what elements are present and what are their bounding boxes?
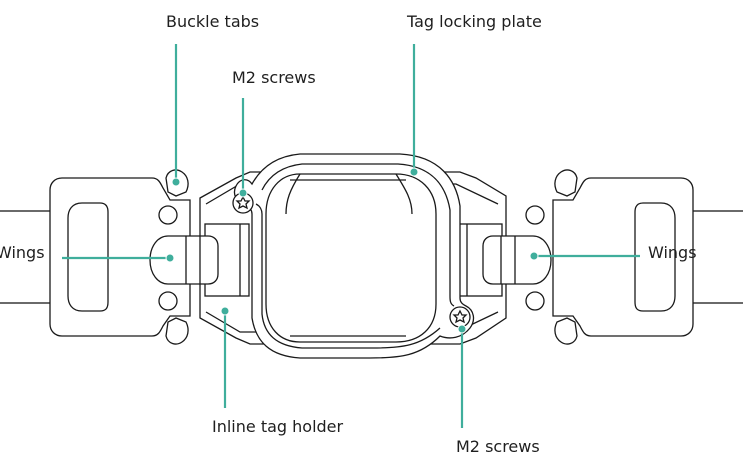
label-wings-left: Wings [0, 243, 45, 262]
m2-screw-top [232, 192, 254, 214]
buckle-tab-bottom [165, 317, 189, 345]
dot-buckle-tabs [171, 177, 181, 187]
label-inline-tag-holder: Inline tag holder [212, 417, 344, 436]
right-wing [482, 235, 552, 285]
buckle-tab-top [554, 169, 578, 197]
buckle-hole [158, 205, 178, 225]
label-wings-right: Wings [648, 243, 697, 262]
m2-screw-bottom [449, 306, 471, 328]
label-tag-locking-plate: Tag locking plate [407, 12, 542, 31]
dot-tag-locking-plate [409, 167, 419, 177]
dot-m2-screws-bottom [457, 324, 467, 334]
label-buckle-tabs: Buckle tabs [166, 12, 260, 31]
dot-m2-screws-top [238, 188, 248, 198]
buckle-hole [525, 291, 545, 311]
left-wing [149, 235, 219, 285]
label-m2-screws-top: M2 screws [232, 68, 316, 87]
buckle-hole [158, 291, 178, 311]
dot-wings-left [165, 253, 175, 263]
callout-leaders [62, 44, 640, 428]
dot-wings-right [529, 251, 539, 261]
buckle-tab-bottom [554, 317, 578, 345]
label-m2-screws-bottom: M2 screws [456, 437, 540, 456]
dot-inline-tag-holder [220, 306, 230, 316]
buckle-hole [525, 205, 545, 225]
tag-locking-plate [233, 153, 475, 359]
